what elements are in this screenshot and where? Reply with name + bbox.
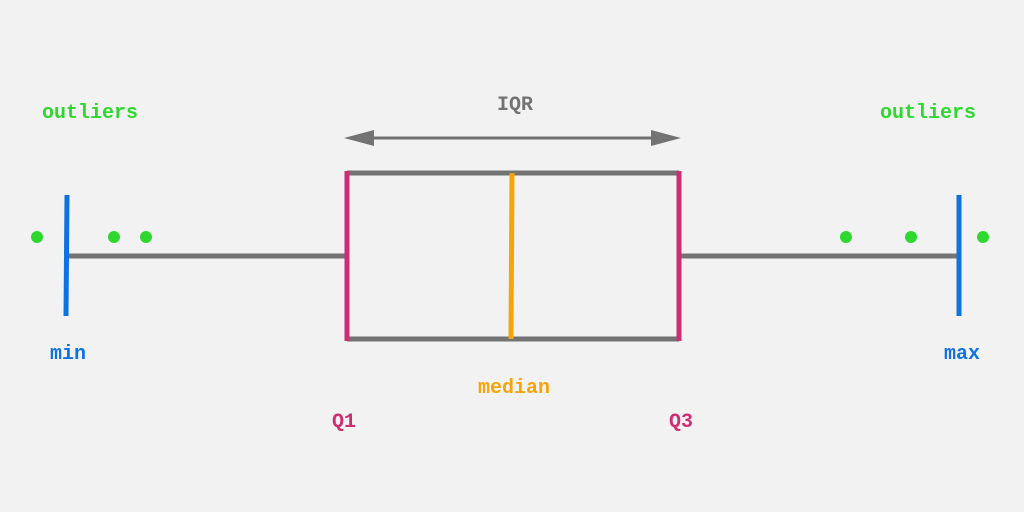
median-line bbox=[508, 172, 515, 340]
outlier-point bbox=[108, 231, 120, 243]
max-label: max bbox=[944, 343, 980, 366]
min-cap bbox=[63, 194, 70, 317]
iqr-arrow-left-head bbox=[344, 130, 374, 146]
outlier-point bbox=[977, 231, 989, 243]
min-label: min bbox=[50, 343, 86, 366]
q1-label: Q1 bbox=[332, 411, 356, 434]
outliers-right-label: outliers bbox=[880, 102, 976, 125]
iqr-label: IQR bbox=[497, 94, 533, 117]
outlier-point bbox=[140, 231, 152, 243]
q3-label: Q3 bbox=[669, 411, 693, 434]
outliers-left-label: outliers bbox=[42, 102, 138, 125]
outlier-point bbox=[31, 231, 43, 243]
outlier-point bbox=[905, 231, 917, 243]
outlier-point bbox=[840, 231, 852, 243]
median-label: median bbox=[478, 377, 550, 400]
iqr-arrow-right-head bbox=[651, 130, 681, 146]
